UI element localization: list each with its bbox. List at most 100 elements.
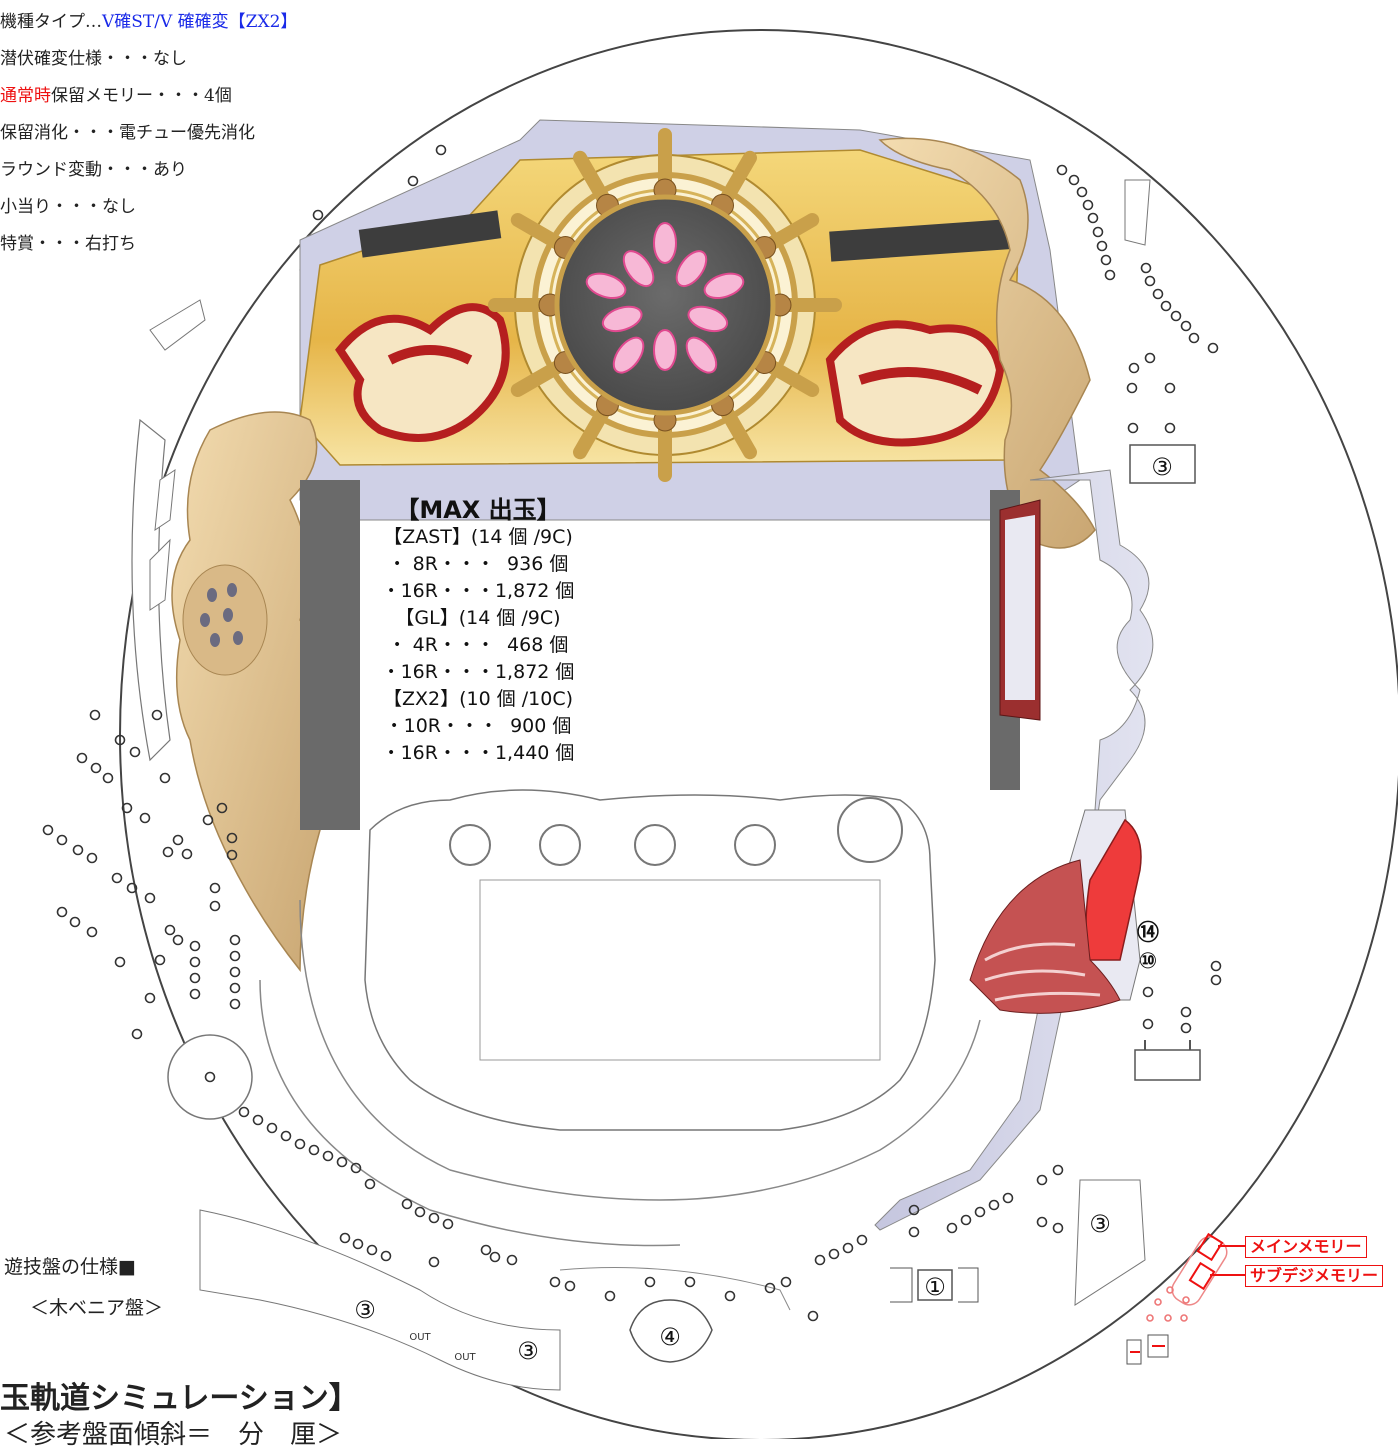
right-rail: [874, 469, 1154, 1231]
nail: [807, 1310, 819, 1322]
nail: [1164, 422, 1176, 434]
gate-right: [1134, 1049, 1201, 1081]
sakura-petal: [585, 272, 627, 299]
nail: [114, 956, 126, 968]
out-tray: [199, 1209, 561, 1391]
simulation-title: 玉軌道シミュレーション】: [0, 1381, 359, 1416]
nail: [102, 772, 114, 784]
nail: [988, 1199, 1000, 1211]
sakura-petal: [653, 222, 677, 264]
nail: [1082, 199, 1094, 211]
nail: [114, 734, 126, 746]
nail: [1207, 342, 1219, 354]
nail: [1092, 226, 1104, 238]
nail: [229, 998, 241, 1010]
nail: [856, 1234, 868, 1246]
memory-nail: [1180, 1314, 1188, 1322]
nail: [294, 1138, 306, 1150]
nail: [69, 916, 81, 928]
right-wing: [878, 137, 1096, 549]
nail: [139, 812, 151, 824]
nail: [164, 924, 176, 936]
nail: [144, 892, 156, 904]
nail: [401, 1198, 413, 1210]
nail: [204, 1071, 216, 1083]
nail: [131, 1028, 143, 1040]
nail: [159, 772, 171, 784]
right-pocket: [1129, 444, 1196, 484]
nail: [428, 1212, 440, 1224]
sakura-petal: [622, 250, 655, 288]
nail: [162, 846, 174, 858]
marker-3-top: ③: [1151, 453, 1173, 481]
nail: [506, 1254, 518, 1266]
nail: [1068, 174, 1080, 186]
nail: [828, 1248, 840, 1260]
nail: [72, 844, 84, 856]
marker-3-bottom: ③: [517, 1337, 539, 1365]
nail: [1144, 352, 1156, 364]
nail: [229, 966, 241, 978]
memory-indicator: [1171, 1232, 1245, 1306]
sakura-petal: [687, 305, 729, 333]
nail: [414, 1206, 426, 1218]
nails: [42, 144, 1222, 1322]
nail: [1126, 382, 1138, 394]
nail: [814, 1254, 826, 1266]
nail: [1180, 1006, 1192, 1018]
nail: [308, 1144, 320, 1156]
nail: [189, 988, 201, 1000]
nail: [111, 872, 123, 884]
nail: [974, 1206, 986, 1218]
nail: [86, 852, 98, 864]
nail: [1104, 269, 1116, 281]
nail: [229, 934, 241, 946]
nail: [442, 1218, 454, 1230]
nail: [312, 209, 324, 221]
marker-1: ①: [924, 1273, 946, 1301]
max-title: 【MAX 出玉】: [395, 496, 561, 524]
spec-special: 特賞・・・右打ち: [0, 234, 136, 254]
sub-digit-memory-label: サブデジメモリー: [1245, 1265, 1384, 1287]
max-line: ・16R・・・1,872 個: [381, 580, 575, 602]
memory-nail: [1166, 1286, 1174, 1294]
nail: [86, 926, 98, 938]
spec-type-label: 機種タイプ…: [0, 12, 102, 32]
nail: [280, 1130, 292, 1142]
nail: [172, 834, 184, 846]
nail: [229, 982, 241, 994]
nail: [908, 1204, 920, 1216]
nail: [1180, 320, 1192, 332]
max-line: ・16R・・・1,872 個: [381, 661, 575, 683]
out-label-1: OUT: [409, 1332, 431, 1343]
nail: [56, 834, 68, 846]
sakura-petal: [653, 329, 677, 371]
nail: [189, 940, 201, 952]
nail: [1100, 254, 1112, 266]
nail: [1188, 332, 1200, 344]
sakura-petal: [703, 272, 745, 299]
nail: [154, 954, 166, 966]
nail: [644, 1276, 656, 1288]
nail: [1152, 288, 1164, 300]
nail: [1087, 212, 1099, 224]
windmill-left: [167, 1034, 253, 1120]
board-spec-heading: 遊技盤の仕様■: [4, 1256, 136, 1278]
board-type: ＜木ベニア盤＞: [30, 1297, 164, 1319]
nail: [89, 709, 101, 721]
sakura-petal: [685, 336, 718, 374]
nail: [764, 1282, 776, 1294]
logo-right-stroke: [825, 320, 1005, 447]
spec-hold-prefix: 通常時: [0, 86, 51, 106]
nail: [1076, 186, 1088, 198]
max-line: ・ 8R・・・ 936 個: [387, 553, 569, 575]
spec-latent: 潜伏確変仕様・・・なし: [0, 49, 187, 69]
nail: [1160, 300, 1172, 312]
nail: [684, 1276, 696, 1288]
nail: [549, 1276, 561, 1288]
nail: [339, 1232, 351, 1244]
out-label-2: OUT: [454, 1352, 476, 1363]
nail: [266, 1122, 278, 1134]
nail: [129, 746, 141, 758]
nail: [229, 950, 241, 962]
